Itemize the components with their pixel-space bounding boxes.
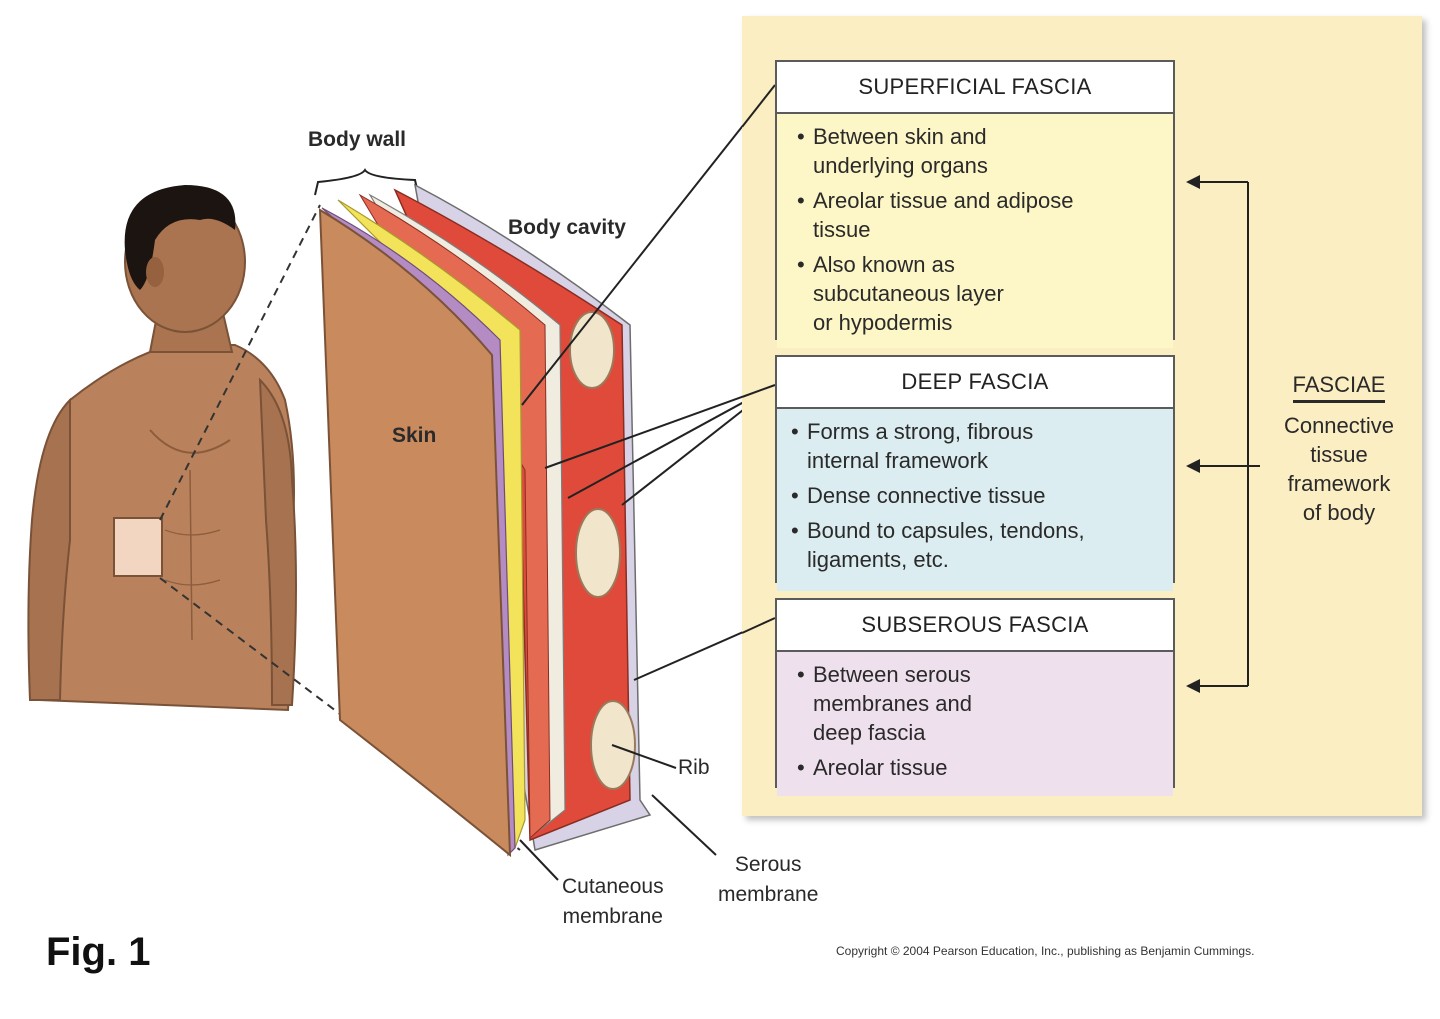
skin-label: Skin — [392, 424, 437, 447]
list-item: Areolar tissue — [797, 753, 1157, 782]
list-item: Forms a strong, fibrous internal framewo… — [791, 417, 1157, 475]
deep-fascia-title: DEEP FASCIA — [777, 357, 1173, 409]
list-item: Between serous membranes and deep fascia — [797, 660, 1157, 747]
serous-membrane-label: Serous membrane — [718, 853, 819, 906]
tissue-block — [318, 183, 652, 858]
copyright-text: Copyright © 2004 Pearson Education, Inc.… — [836, 944, 1255, 958]
subserous-fascia-list: Between serous membranes and deep fascia… — [797, 660, 1157, 782]
list-item: Also known as subcutaneous layer or hypo… — [797, 250, 1157, 337]
fasciae-subtitle: Connective tissue framework of body — [1283, 413, 1395, 525]
body-wall-label: Body wall — [308, 128, 407, 151]
body-cavity-label: Body cavity — [508, 216, 626, 239]
superficial-fascia-title: SUPERFICIAL FASCIA — [777, 62, 1173, 114]
human-figure — [27, 185, 297, 712]
rib-label: Rib — [678, 756, 710, 779]
subserous-fascia-title: SUBSEROUS FASCIA — [777, 600, 1173, 652]
figure-label: Fig. 1 — [46, 930, 151, 974]
subserous-fascia-box: SUBSEROUS FASCIA Between serous membrane… — [775, 598, 1175, 796]
deep-fascia-box: DEEP FASCIA Forms a strong, fibrous inte… — [775, 355, 1175, 591]
superficial-fascia-box: SUPERFICIAL FASCIA Between skin and unde… — [775, 60, 1175, 348]
list-item: Areolar tissue and adipose tissue — [797, 186, 1157, 244]
superficial-fascia-list: Between skin and underlying organs Areol… — [797, 122, 1157, 337]
list-item: Between skin and underlying organs — [797, 122, 1157, 180]
list-item: Dense connective tissue — [791, 481, 1157, 510]
cutaneous-membrane-label: Cutaneous membrane — [562, 875, 664, 928]
fasciae-label: FASCIAE Connective tissue framework of b… — [1264, 372, 1414, 527]
fasciae-title: FASCIAE — [1292, 372, 1386, 403]
list-item: Bound to capsules, tendons, ligaments, e… — [791, 516, 1157, 574]
deep-fascia-list: Forms a strong, fibrous internal framewo… — [791, 417, 1157, 574]
